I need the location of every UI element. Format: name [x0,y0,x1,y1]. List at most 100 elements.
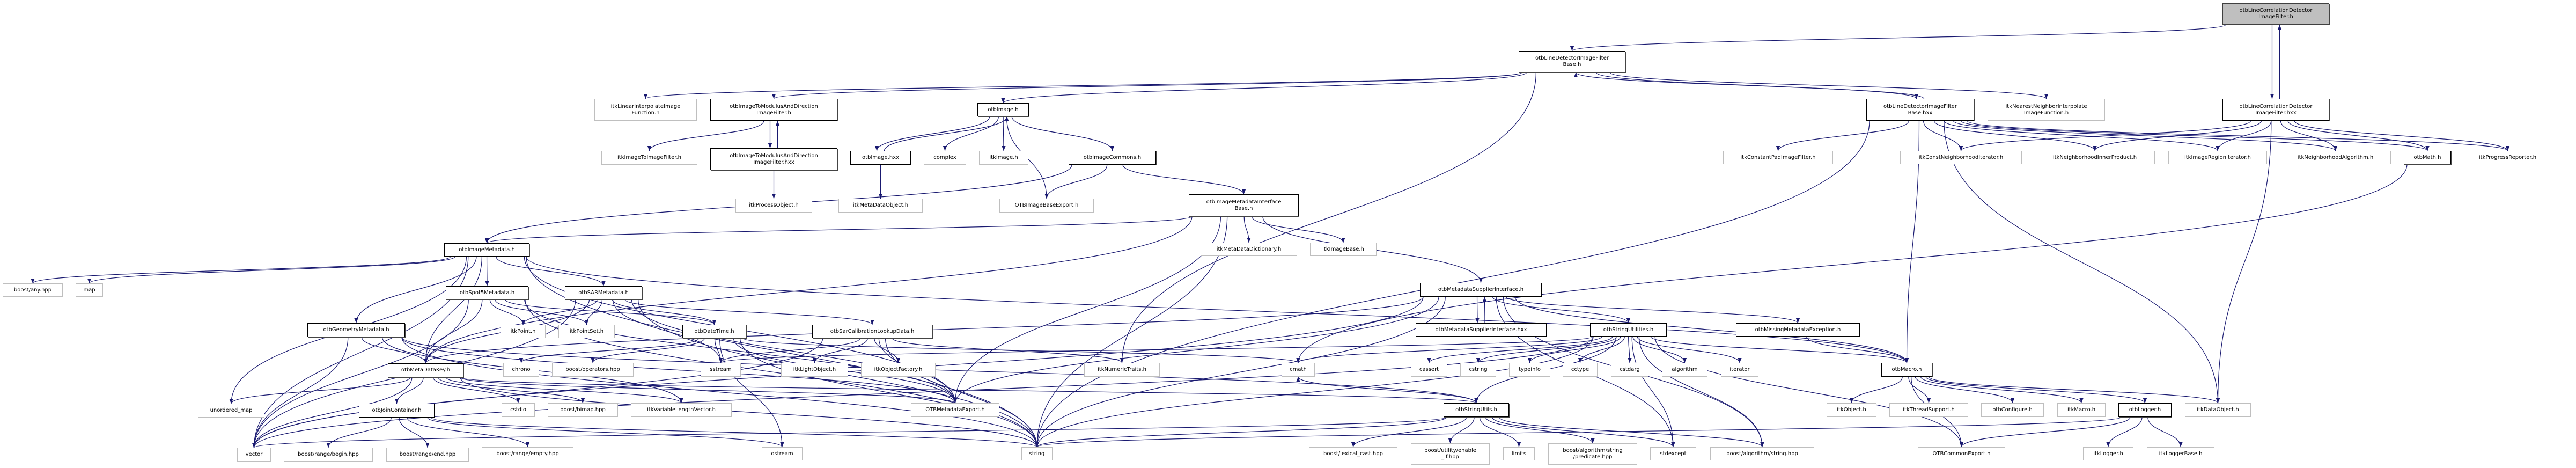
node-otbspot5metadata-h[interactable]: otbSpot5Metadata.h [446,286,528,299]
edge-otbmetadatakey-h-to-vector [252,377,413,448]
node-otblinecorrelationdetector-imagefilter-hxx[interactable]: otbLineCorrelationDetector ImageFilter.h… [2222,99,2329,121]
node-map: map [76,283,103,297]
edge-otblinedetectorimagefilter-base-hxx-to-itkimageregioniterator-h [1944,120,2220,151]
node-chrono: chrono [503,363,539,377]
edge-otbstringutils-h-to-limits [1479,416,1521,448]
node-otbmath-h[interactable]: otbMath.h [2404,151,2451,164]
node-otbgeometrymetadata-h[interactable]: otbGeometryMetadata.h [307,323,405,337]
edge-otbdatetime-h-to-ostream [719,338,784,448]
node-string: string [1021,447,1053,460]
node-otblinecorrelationdetector-imagefilter-h[interactable]: otbLineCorrelationDetector ImageFilter.h [2222,3,2329,25]
edge-otbjoincontainer-h-to-boost-range-end-hpp [399,417,430,448]
node-itknumerictraits-h: itkNumericTraits.h [1084,363,1160,377]
node-vector: vector [237,448,271,462]
edge-otbspot5metadata-h-to-itkpoint-h [489,299,525,325]
node-otbimagecommons-h[interactable]: otbImageCommons.h [1069,151,1156,165]
edge-otbimagemetadatainterface-base-h-to-otbmetadatakey-h [423,216,1193,364]
edge-otbgeometrymetadata-h-to-otbmetadatakey-h [361,337,428,364]
node-otbconfigure-h: otbConfigure.h [1981,403,2044,417]
node-otbmetadatasupplierinterface-hxx[interactable]: otbMetadataSupplierInterface.hxx [1416,323,1547,337]
edge-otbmetadatakey-h-to-boost-bimap-hpp [438,377,585,404]
edge-otbdatetime-h-to-cmath [742,338,1300,363]
node-boost-any-hpp: boost/any.hpp [3,283,63,297]
edge-otblogger-h-to-itklogger-h [2106,416,2143,448]
node-otbimage-hxx[interactable]: otbImage.hxx [850,151,911,165]
edge-otbimagemetadata-h-to-string [526,256,1039,448]
edge-otbimagemetadatainterface-base-h-to-itkimagebase-h [1251,216,1345,243]
node-itkmetadataobject-h: itkMetaDataObject.h [838,199,923,213]
node-boost-operators-hpp: boost/operators.hpp [552,363,634,377]
edge-otblinedetectorimagefilter-base-hxx-to-otblinedetectorimagefilter-base-h [1574,72,1925,99]
edge-otbimagemetadatainterface-base-h-to-itkmetadatadictionary-h [1243,216,1251,243]
node-otbsarmetadata-h[interactable]: otbSARMetadata.h [565,286,642,299]
edge-otbgeometrymetadata-h-to-vector [252,337,349,448]
node-otbsarcalibrationlookupdata-h[interactable]: otbSarCalibrationLookupData.h [812,325,932,338]
node-cstdio: cstdio [502,403,535,417]
edge-otbimagemetadata-h-to-otbsarmetadata-h [496,256,606,287]
node-cstdarg: cstdarg [1611,363,1648,377]
edge-otbstringutilities-h-to-otbcommonexport-h [1654,336,1964,448]
edge-otbmacro-h-to-itkthreadsupport-h [1908,376,1931,404]
edge-otbgeometrymetadata-h-to-otbmetadataexport-h [401,337,957,404]
edge-otblinedetectorimagefilter-base-hxx-to-itkdataobject-h [1944,120,2220,404]
edge-otbsarcalibrationlookupdata-h-to-itklightobject-h [812,338,868,363]
edge-otbimage-h-to-otbimagecommons-h [1011,116,1115,151]
edge-otbmacro-h-to-otblogger-h [1925,376,2147,404]
node-otbjoincontainer-h[interactable]: otbJoinContainer.h [359,404,435,418]
edge-otblinedetectorimagefilter-base-h-to-itklinearinterpolateimage-function-h [644,72,1522,99]
node-itkmetadatadictionary-h: itkMetaDataDictionary.h [1201,243,1297,256]
edge-otbstringutilities-h-to-string [1035,336,1594,448]
node-otbdatetime-h[interactable]: otbDateTime.h [682,325,746,338]
edge-otbstringutilities-h-to-cctype [1578,336,1625,363]
node-itkpoint-h: itkPoint.h [501,325,546,338]
node-otbmacro-h[interactable]: otbMacro.h [1881,363,1932,377]
node-otbstringutilities-h[interactable]: otbStringUtilities.h [1590,323,1667,337]
node-iterator: iterator [1721,363,1758,377]
node-otbimage-h[interactable]: otbImage.h [977,103,1029,116]
edge-otbspot5metadata-h-to-itkpointset-h [495,299,589,325]
edge-otbstringutils-h-to-boost-lexical-cast-hpp [1351,416,1467,448]
node-otbimagemetadatainterface-base-h[interactable]: otbImageMetadataInterface Base.h [1189,194,1299,216]
node-itkpointset-h: itkPointSet.h [558,325,615,338]
edge-otbsarcalibrationlookupdata-h-to-itkobjectfactory-h [874,338,901,363]
edge-otbstringutils-h-to-vector [252,416,1447,448]
node-otbimagetomodulusanddirection-imagefilter-hxx[interactable]: otbImageToModulusAndDirection ImageFilte… [710,148,837,170]
edge-otblinedetectorimagefilter-base-hxx-to-itkneighborhoodalgorithm-h [1953,120,2337,151]
edge-otbstringutils-h-to-string [1035,416,1447,448]
edge-otbsarmetadata-h-to-otbdatetime-h [612,299,717,325]
edge-otbsarcalibrationlookupdata-h-to-string [885,338,1039,448]
edge-otbmetadatakey-h-to-itkvariablelengthvector-h [446,377,683,404]
edge-otbsarmetadata-h-to-sstream [612,299,723,363]
edge-otbdatetime-h-to-boost-operators-hpp [591,338,705,363]
edge-otblinedetectorimagefilter-base-h-to-itknumerictraits-h [1120,72,1536,363]
edge-otbimagemetadata-h-to-otbgeometrymetadata-h [354,256,477,324]
edge-otbimagemetadata-h-to-vector [252,256,469,448]
node-otblogger-h[interactable]: otbLogger.h [2118,403,2172,417]
node-otbmissingmetadataexception-h[interactable]: otbMissingMetadataException.h [1736,323,1860,337]
edge-otbimage-h-to-itkimage-h [1002,116,1006,151]
edge-otbmetadatakey-h-to-unordered-map [229,377,411,404]
node-cstring: cstring [1460,363,1496,377]
node-typeinfo: typeinfo [1509,363,1550,377]
edge-otbstringutils-h-to-boost-algorithm-string-predicate-hpp [1485,416,1595,444]
edge-otbstringutilities-h-to-cstdarg [1628,336,1632,363]
node-otblinedetectorimagefilter-base-hxx[interactable]: otbLineDetectorImageFilter Base.hxx [1866,99,1974,121]
node-boost-utility-enable-if-hpp: boost/utility/enable _if.hpp [1411,443,1490,465]
node-otbmetadatasupplierinterface-h[interactable]: otbMetadataSupplierInterface.h [1420,283,1542,297]
node-otbimagetomodulusanddirection-imagefilter-h[interactable]: otbImageToModulusAndDirection ImageFilte… [710,99,837,121]
edge-otbsarmetadata-h-to-itkpoint-h [521,299,598,325]
node-otbimagemetadata-h[interactable]: otbImageMetadata.h [444,243,529,257]
node-itkprogressreporter-h: itkProgressReporter.h [2464,151,2551,164]
node-itkconstantpadimagefilter-h: itkConstantPadImageFilter.h [1723,151,1833,164]
edge-otbjoincontainer-h-to-boost-range-begin-hpp [326,417,392,448]
node-otbstringutils-h[interactable]: otbStringUtils.h [1444,403,1509,417]
edge-otbstringutilities-h-to-cmath [1296,336,1602,363]
node-otbmetadatakey-h[interactable]: otbMetaDataKey.h [388,363,463,377]
edge-otbimage-h-to-complex [943,116,999,151]
node-otblinedetectorimagefilter-base-h[interactable]: otbLineDetectorImageFilter Base.h [1519,51,1625,72]
node-itkneighborhoodinnerproduct-h: itkNeighborhoodInnerProduct.h [2035,151,2155,164]
node-cassert: cassert [1411,363,1447,377]
edge-otbstringutilities-h-to-vector [252,336,1594,448]
node-itklightobject-h: itkLightObject.h [781,363,848,377]
edge-otbimagecommons-h-to-otbimagebaseexport-h [1044,164,1108,199]
